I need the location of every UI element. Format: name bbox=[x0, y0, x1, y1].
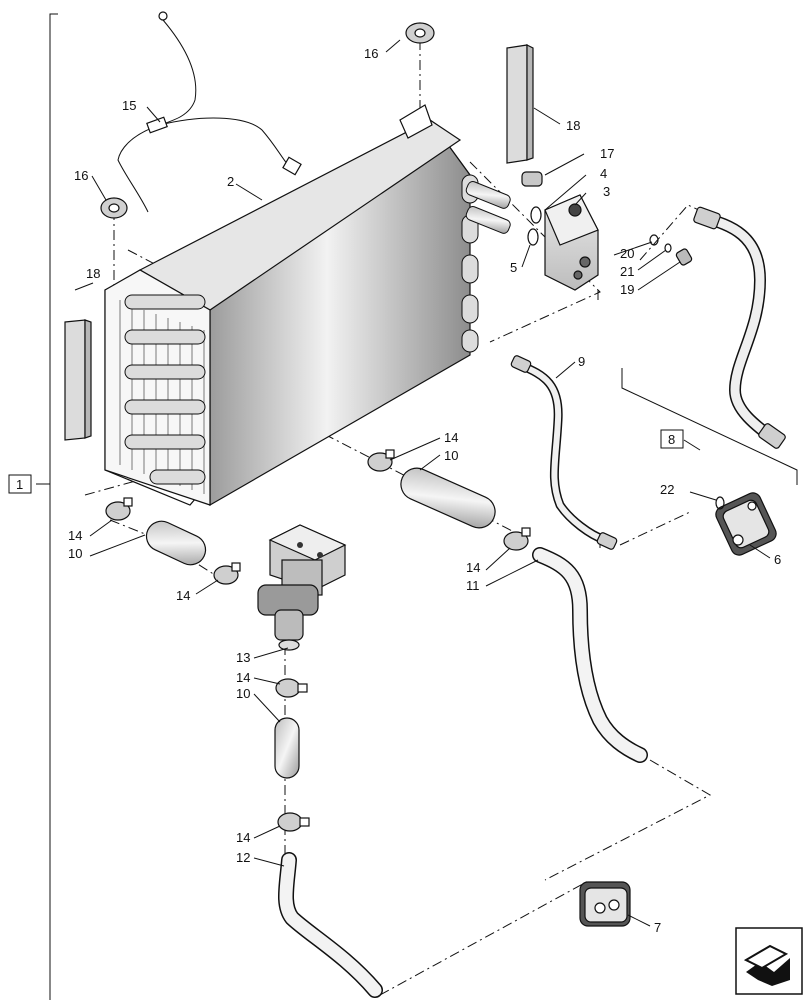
hose-clamp bbox=[213, 562, 241, 585]
seal-plate-7 bbox=[579, 881, 631, 927]
part-labels: 1 2 3 4 5 6 7 8 9 10 10 10 11 12 13 14 1… bbox=[16, 46, 781, 935]
grommet-top bbox=[405, 22, 435, 44]
label-14-d: 14 bbox=[466, 560, 480, 575]
label-21: 21 bbox=[620, 264, 634, 279]
pipe-9 bbox=[510, 355, 618, 550]
evaporator-core bbox=[104, 104, 511, 507]
label-10-left: 10 bbox=[68, 546, 82, 561]
seal-20 bbox=[649, 234, 659, 246]
label-9: 9 bbox=[578, 354, 585, 369]
hose-clamp bbox=[275, 678, 308, 698]
foam-strip-left bbox=[64, 319, 92, 441]
label-14-f: 14 bbox=[236, 830, 250, 845]
pipe-12 bbox=[278, 852, 383, 998]
water-valve bbox=[257, 524, 347, 651]
u-bend-tubes-front bbox=[124, 294, 206, 485]
label-4: 4 bbox=[600, 166, 607, 181]
assembly-8-bracket bbox=[621, 368, 798, 485]
label-10-mid: 10 bbox=[444, 448, 458, 463]
hose-10-left bbox=[145, 520, 207, 566]
label-16-left: 16 bbox=[74, 168, 88, 183]
plug-17 bbox=[521, 171, 543, 187]
leader-lines bbox=[74, 39, 771, 927]
label-1: 1 bbox=[16, 477, 23, 492]
hose-clamp bbox=[367, 449, 395, 472]
hose-10-mid bbox=[400, 467, 496, 529]
label-3: 3 bbox=[603, 184, 610, 199]
label-11: 11 bbox=[466, 578, 480, 593]
label-22: 22 bbox=[660, 482, 674, 497]
label-18-left: 18 bbox=[86, 266, 100, 281]
seal-22 bbox=[715, 496, 725, 510]
callout-box-1 bbox=[8, 474, 32, 494]
hose-clamp bbox=[105, 497, 133, 521]
pipe-8 bbox=[693, 206, 786, 449]
label-16-top: 16 bbox=[364, 46, 378, 61]
o-ring-4 bbox=[530, 206, 542, 224]
label-7: 7 bbox=[654, 920, 661, 935]
label-14-b: 14 bbox=[68, 528, 82, 543]
label-19: 19 bbox=[620, 282, 634, 297]
pipe-11 bbox=[532, 547, 648, 763]
fitting-19 bbox=[675, 248, 693, 266]
thermostat-sensor bbox=[117, 11, 302, 213]
arrow-nav-icon[interactable] bbox=[735, 927, 803, 995]
label-14-c: 14 bbox=[176, 588, 190, 603]
label-2: 2 bbox=[227, 174, 234, 189]
seal-21 bbox=[664, 243, 672, 253]
label-15: 15 bbox=[122, 98, 136, 113]
label-20: 20 bbox=[620, 246, 634, 261]
label-6: 6 bbox=[774, 552, 781, 567]
grommet-left bbox=[100, 197, 128, 219]
hose-clamp bbox=[503, 527, 531, 551]
o-ring-5 bbox=[527, 228, 539, 246]
assembly-bracket bbox=[36, 13, 58, 1000]
label-13: 13 bbox=[236, 650, 250, 665]
label-17: 17 bbox=[600, 146, 614, 161]
label-14-a: 14 bbox=[444, 430, 458, 445]
seal-plate-6 bbox=[715, 492, 777, 556]
expansion-valve bbox=[544, 194, 599, 291]
hose-10-vertical bbox=[274, 717, 300, 779]
hose-clamp bbox=[277, 812, 310, 832]
label-18-right: 18 bbox=[566, 118, 580, 133]
foam-strip-right bbox=[506, 44, 534, 164]
label-10-bottom: 10 bbox=[236, 686, 250, 701]
label-5: 5 bbox=[510, 260, 517, 275]
label-8: 8 bbox=[668, 432, 675, 447]
core-outlet-pipes bbox=[465, 181, 511, 234]
label-14-e: 14 bbox=[236, 670, 250, 685]
callout-box-8 bbox=[660, 429, 684, 449]
label-12: 12 bbox=[236, 850, 250, 865]
